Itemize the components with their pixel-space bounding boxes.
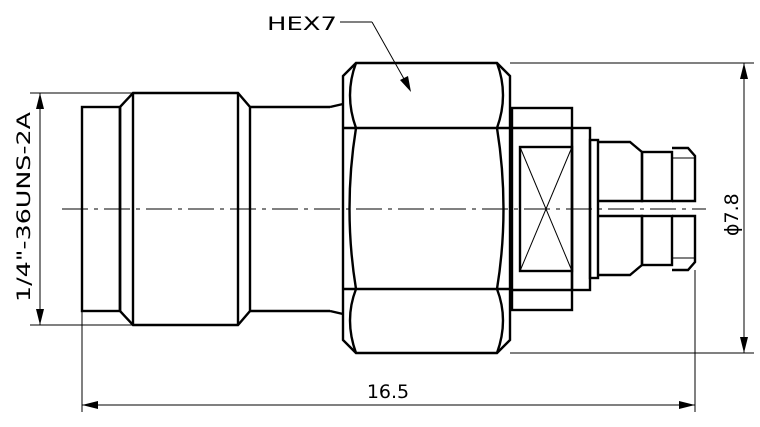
thread-dimension <box>36 93 44 325</box>
hex-nut <box>341 61 512 355</box>
collar <box>570 126 600 292</box>
length-dimension <box>82 401 695 409</box>
hex-label: HEX7 <box>267 13 337 35</box>
diameter-dimension <box>740 63 748 353</box>
thread-label: 1/4"-36UNS-2A <box>13 112 35 302</box>
neck <box>250 102 344 316</box>
pin-section <box>598 140 697 277</box>
extension-lines <box>30 62 754 412</box>
hex-leader <box>340 21 411 92</box>
length-label: 16.5 <box>367 381 409 403</box>
diameter-label: ϕ7.8 <box>721 193 743 236</box>
